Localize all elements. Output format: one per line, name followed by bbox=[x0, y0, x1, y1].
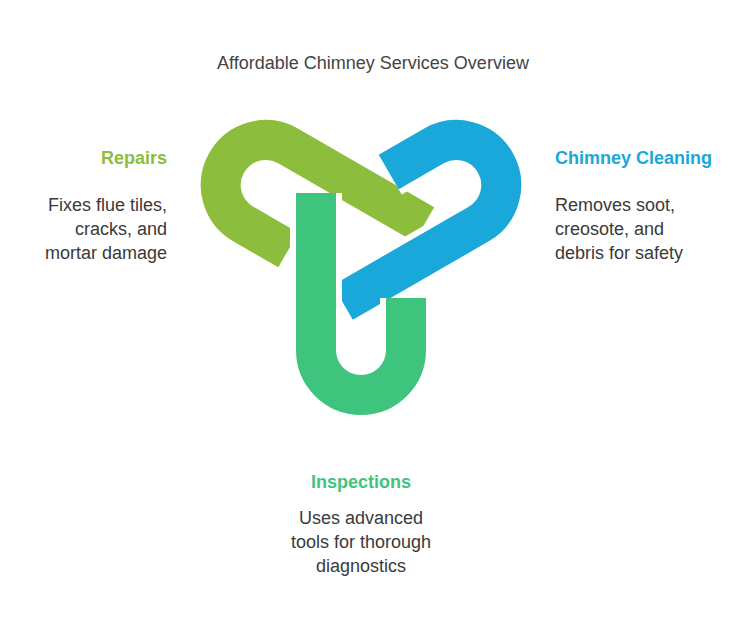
service-heading: Chimney Cleaning bbox=[555, 146, 746, 170]
service-heading: Inspections bbox=[261, 470, 461, 494]
diagram-title: Affordable Chimney Services Overview bbox=[0, 51, 746, 75]
loop-band bbox=[181, 60, 541, 420]
service-description: Uses advanced tools for thorough diagnos… bbox=[281, 506, 441, 578]
loop-gap bbox=[316, 193, 406, 395]
service-heading: Repairs bbox=[17, 146, 167, 170]
service-loop: InspectionsUses advanced tools for thoro… bbox=[181, 60, 541, 420]
service-loop: Chimney CleaningRemoves soot, creosote, … bbox=[181, 60, 541, 420]
loop-band bbox=[181, 60, 541, 420]
service-description: Removes soot, creosote, and debris for s… bbox=[555, 193, 705, 265]
loop-group bbox=[316, 193, 406, 395]
loop-band-fill bbox=[316, 193, 406, 395]
service-description: Fixes flue tiles, cracks, and mortar dam… bbox=[22, 193, 167, 265]
